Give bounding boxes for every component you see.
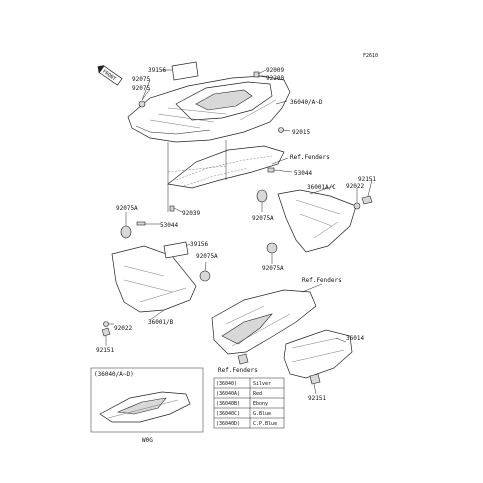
bolt-92075-icon-a: [138, 100, 146, 108]
color-name-4: C.P.Blue: [253, 421, 277, 427]
label-92022-right: 92022: [346, 183, 364, 190]
color-code-2: (36040B): [216, 401, 240, 407]
bolt-92009-icon: [253, 71, 260, 78]
label-92009: 92009: [266, 67, 284, 74]
tail-cowl-36040: [127, 75, 291, 143]
label-92151-right: 92151: [358, 176, 376, 183]
bolt-92022-left-icon: [103, 321, 109, 327]
clip-53044-left-icon: [136, 221, 146, 226]
label-39156-top: 39156: [148, 67, 166, 74]
label-92039: 92039: [182, 210, 200, 217]
bolt-92075a-mid-icon: [199, 270, 211, 282]
label-92075a-low: 92075A: [262, 265, 284, 272]
diagram-code: F2610: [363, 53, 378, 59]
label-92075a-left: 92075A: [116, 205, 138, 212]
label-36040: 36040/A~D: [290, 99, 323, 106]
color-name-0: Silver: [253, 381, 271, 387]
inner-fender-panel: [167, 140, 285, 212]
label-92151-left: 92151: [96, 347, 114, 354]
inset-box: (36040/A~D) W0G: [90, 367, 204, 444]
rear-fender-36014: [211, 289, 353, 379]
side-cover-36001b: [111, 245, 197, 313]
bolt-92151-low-icon: [309, 373, 321, 385]
color-code-3: (36040C): [216, 411, 240, 417]
label-36001b: 36001/B: [148, 319, 174, 326]
color-name-2: Ebony: [253, 401, 268, 407]
label-ref-fenders-1: Ref.Fenders: [290, 154, 330, 161]
bolt-92151-left-icon: [101, 327, 111, 337]
label-53044-left: 53044: [160, 222, 178, 229]
label-ref-fenders-2: Ref.Fenders: [302, 277, 342, 284]
color-table: (36040) Silver (36040A) Red (36040B) Ebo…: [213, 377, 285, 429]
label-53044-right: 53044: [294, 170, 312, 177]
bolt-92075a-low-icon: [266, 242, 278, 254]
label-92151-low: 92151: [308, 395, 326, 402]
label-92015: 92015: [292, 129, 310, 136]
side-cover-36001ac: [277, 189, 357, 253]
bolt-92039-icon: [169, 205, 175, 212]
bolt-92015-icon: [278, 127, 284, 133]
clip-53044-right-icon: [267, 167, 275, 173]
leader-lines: [105, 69, 373, 395]
bolt-92075a-right-icon: [256, 189, 268, 203]
bolt-92151-right-icon: [361, 195, 373, 205]
part-labels: 39156 92075 92075 92009 92200 36040/A~D …: [96, 67, 376, 402]
color-code-1: (36040A): [216, 391, 240, 397]
color-code-0: (36040): [216, 381, 237, 387]
color-name-3: G.Blue: [253, 411, 271, 417]
label-92075-a: 92075: [132, 76, 150, 83]
inset-title: (36040/A~D): [94, 371, 134, 378]
front-arrow-icon: FRONT: [97, 65, 123, 86]
label-ref-fenders-3: Ref.Fenders: [218, 367, 258, 374]
bolt-fender-left-icon: [237, 353, 249, 365]
label-92022-left: 92022: [114, 325, 132, 332]
color-code-4: (36040D): [216, 421, 240, 427]
emblem-39156-mid: [163, 241, 189, 259]
bolt-92022-right-icon: [353, 202, 361, 210]
color-name-1: Red: [253, 391, 262, 397]
label-92200: 92200: [266, 75, 284, 82]
emblem-39156-top: [171, 61, 199, 81]
label-92075a-mid: 92075A: [196, 253, 218, 260]
inset-caption: W0G: [142, 437, 153, 444]
label-92075a-right: 92075A: [252, 215, 274, 222]
label-39156-mid: 39156: [190, 241, 208, 248]
label-36014: 36014: [346, 335, 364, 342]
label-92075-b: 92075: [132, 85, 150, 92]
label-36001ac: 36001A/C: [307, 184, 336, 191]
bolt-92075a-left-icon: [120, 225, 132, 239]
